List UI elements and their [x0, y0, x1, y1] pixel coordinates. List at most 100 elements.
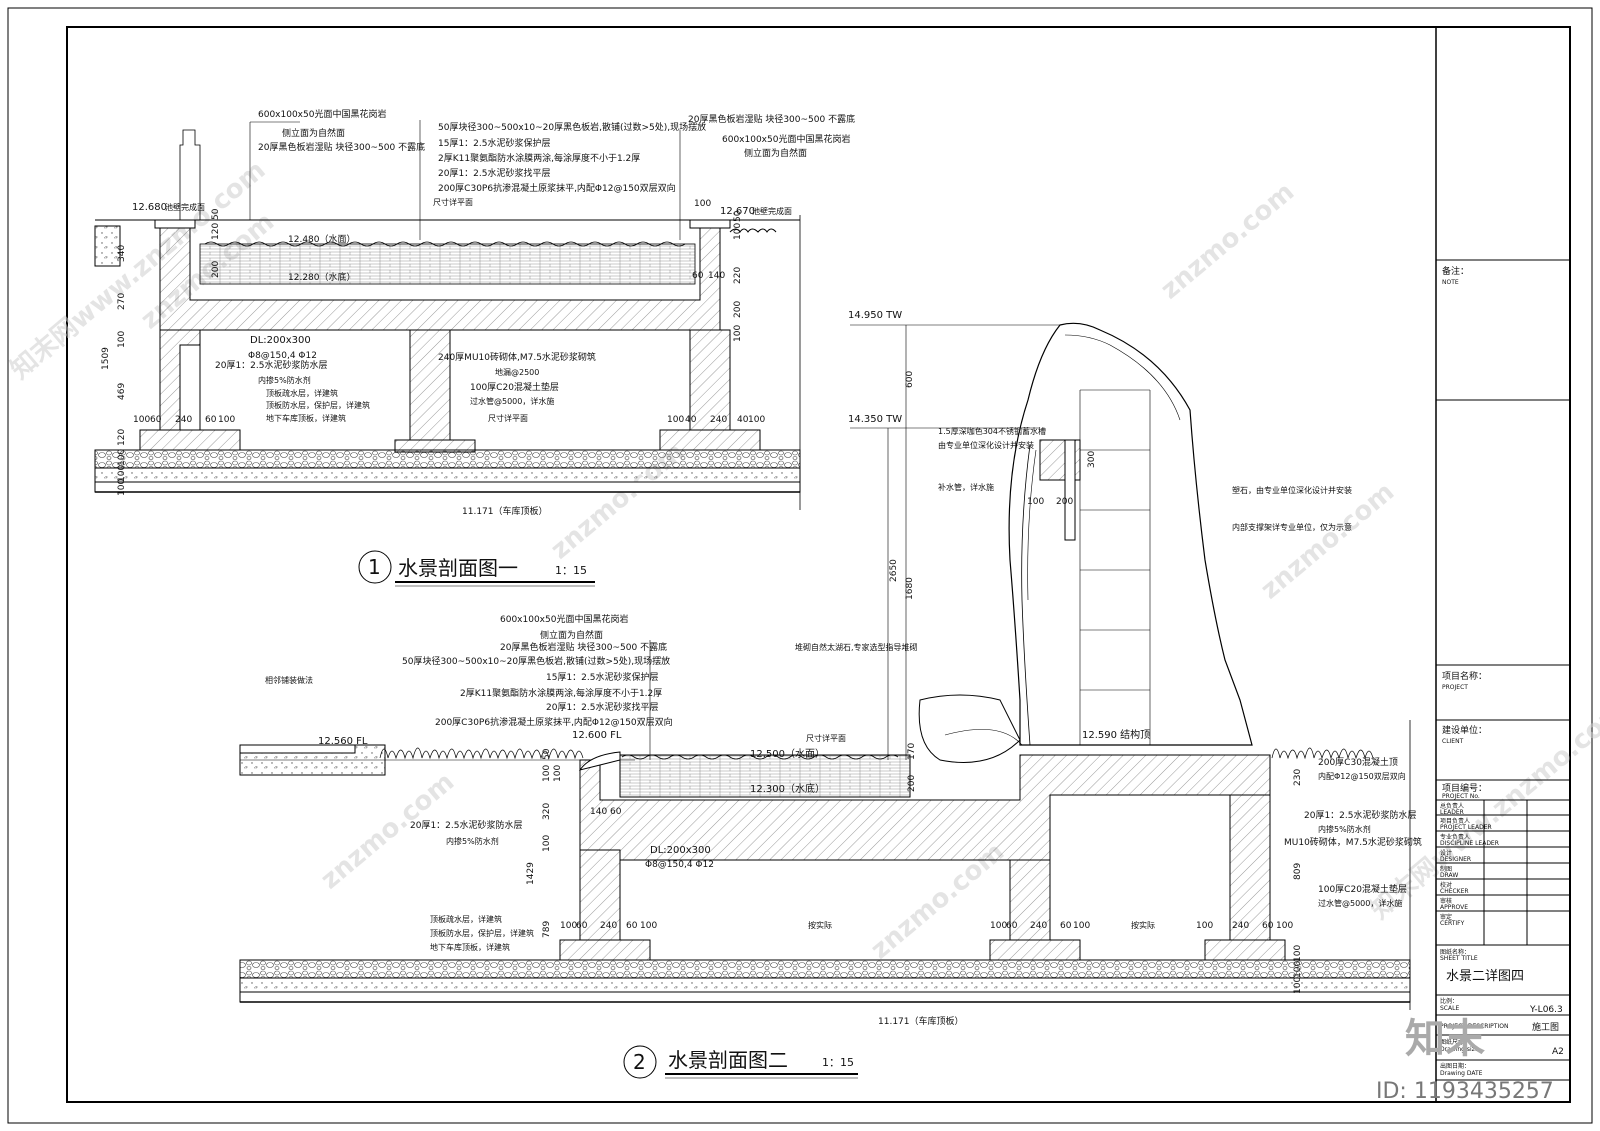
- left-note: 内掺5%防水剂: [258, 375, 311, 385]
- dim: 120: [211, 223, 221, 240]
- note: 200厚C30P6抗渗混凝土原浆抹平,内配Φ12@150双层双向: [435, 716, 673, 728]
- right-note: 20厚1：2.5水泥砂浆防水层: [1304, 809, 1417, 821]
- dim: 200: [733, 301, 743, 318]
- dim: 100: [553, 765, 563, 782]
- role-label: 专业负责人: [1440, 833, 1470, 841]
- role-label: 校对: [1440, 881, 1452, 889]
- dim: 100: [1073, 921, 1090, 931]
- wall-note: 240厚MU10砖砌体,M7.5水泥砂浆砌筑: [438, 351, 596, 363]
- dim: 789: [542, 921, 552, 938]
- dim: 230: [1293, 769, 1303, 786]
- dim: 320: [542, 803, 552, 820]
- scale-label: 比例：: [1440, 997, 1458, 1005]
- right-note: 100厚C20混凝土垫层: [1318, 883, 1407, 895]
- per-site: 按实际: [808, 920, 832, 930]
- note: 600x100x50光面中国黑花岗岩: [722, 133, 850, 145]
- section-2-scale: 1：15: [822, 1056, 854, 1069]
- dim: 200: [211, 261, 221, 278]
- role-label: 设计: [1440, 849, 1452, 857]
- dim: 50: [733, 210, 743, 222]
- dim: 100: [1293, 977, 1303, 994]
- role-label: 制图: [1440, 865, 1452, 873]
- section-2-annotations: 14.950 TW 14.350 TW 12.560 FL 12.600 FL …: [265, 310, 1422, 1079]
- right-note: MU10砖砌体，M7.5水泥砂浆砌筑: [1284, 836, 1422, 848]
- dim: 60: [576, 921, 588, 931]
- watermark-text: znzmo.com: [1255, 477, 1400, 605]
- dim: 40: [685, 415, 697, 425]
- left-note: 顶板防水层，保护层，详建筑: [430, 928, 534, 938]
- elevation: 14.950 TW: [848, 310, 902, 321]
- note: 600x100x50光面中国黑花岗岩: [500, 613, 628, 625]
- section-1-drawing: [94, 120, 801, 510]
- inner-border: [66, 26, 1571, 1103]
- dim: 140: [708, 271, 725, 281]
- size-value: A2: [1552, 1047, 1564, 1057]
- size-note: 尺寸详平面: [806, 733, 846, 743]
- elevation: 12.600 FL: [572, 730, 622, 741]
- dim: 469: [117, 383, 127, 400]
- wall-note: 地漏@2500: [495, 367, 539, 377]
- per-site: 按实际: [1131, 920, 1155, 930]
- dim: 60: [1006, 921, 1018, 931]
- wall-note: 100厚C20混凝土垫层: [470, 381, 559, 393]
- role-label-en: CERTIFY: [1440, 920, 1465, 927]
- dim: 60: [150, 415, 162, 425]
- dim: 60: [626, 921, 638, 931]
- dim: 100: [1276, 921, 1293, 931]
- note: 20厚黑色板岩湿贴 块径300~500 不露底: [258, 141, 425, 153]
- project-label-en: PROJECT: [1442, 684, 1468, 691]
- dim: 100: [133, 415, 150, 425]
- dim: 40: [737, 415, 749, 425]
- dim: 60: [1262, 921, 1274, 931]
- dim: 240: [1030, 921, 1047, 931]
- water-surface: 12.500（水面）: [750, 748, 825, 760]
- client-label: 建设单位：: [1442, 724, 1487, 736]
- right-note: 内掺5%防水剂: [1318, 824, 1371, 834]
- bottom-elevation: 11.171（车库顶板）: [462, 505, 548, 517]
- dim: 240: [175, 415, 192, 425]
- role-label: 项目负责人: [1440, 817, 1470, 825]
- sheet-title-label-en: SHEET TITLE: [1440, 955, 1478, 962]
- pipe-note: 补水管，详水施: [938, 482, 994, 492]
- elevation-note: 池壁完成面: [752, 206, 792, 216]
- waterslot-note: 由专业单位深化设计并安装: [938, 440, 1034, 450]
- elevation-note: 池壁完成面: [165, 202, 205, 212]
- dim: 60: [1060, 921, 1072, 931]
- role-label-en: APPROVE: [1440, 904, 1468, 911]
- dim: 240: [1232, 921, 1249, 931]
- right-note: 过水管@5000，详水施: [1318, 898, 1402, 908]
- title-block: 备注： NOTE 项目名称： PROJECT 建设单位： CLIENT 项目编号…: [1435, 27, 1570, 1102]
- project-no-label: 项目编号：: [1442, 782, 1487, 794]
- water-bottom: 12.280（水底）: [288, 271, 356, 283]
- dim: 100: [748, 415, 765, 425]
- size-label: 图纸尺寸：: [1440, 1038, 1470, 1046]
- dim: 100: [1293, 961, 1303, 978]
- left-note: 顶板疏水层，详建筑: [266, 388, 338, 398]
- left-note: 20厚1：2.5水泥砂浆防水层: [215, 359, 328, 371]
- dim: 140: [590, 807, 607, 817]
- paving-note: 相邻铺装做法: [265, 675, 313, 685]
- section-2-number: 2: [633, 1050, 646, 1074]
- size-label-en: Drawing size: [1440, 1046, 1479, 1053]
- dim: 240: [600, 921, 617, 931]
- elevation: 12.670: [720, 206, 755, 217]
- left-note: 20厚1：2.5水泥砂浆防水层: [410, 819, 523, 831]
- left-note: 地下车库顶板，详建筑: [430, 942, 510, 952]
- elevation: 14.350 TW: [848, 414, 902, 425]
- note: 侧立面为自然面: [282, 127, 345, 139]
- left-note: 顶板疏水层，详建筑: [430, 914, 502, 924]
- dim: 60: [205, 415, 217, 425]
- section-1-number: 1: [368, 555, 381, 579]
- size-note: 尺寸详平面: [488, 413, 528, 423]
- role-label-en: DRAW: [1440, 872, 1458, 879]
- size-note: 尺寸详平面: [433, 197, 473, 207]
- lake-note: 堆砌自然太湖石,专家选型指导堆砌: [795, 642, 918, 652]
- date-label-en: Drawing DATE: [1440, 1070, 1483, 1077]
- sheet-title: 水景二详图四: [1446, 969, 1524, 984]
- role-label-en: PROJECT LEADER: [1440, 824, 1492, 831]
- section-2-drawing: [239, 322, 1411, 1010]
- note: 50厚块径300~500x10~20厚黑色板岩,散铺(过数>5处),现场摆放: [402, 655, 670, 667]
- water-bottom: 12.300（水底）: [750, 782, 825, 795]
- note: 200厚C30P6抗渗混凝土原浆抹平,内配Φ12@150双层双向: [438, 182, 676, 194]
- beam-rebar: Φ8@150,4 Φ12: [248, 351, 317, 361]
